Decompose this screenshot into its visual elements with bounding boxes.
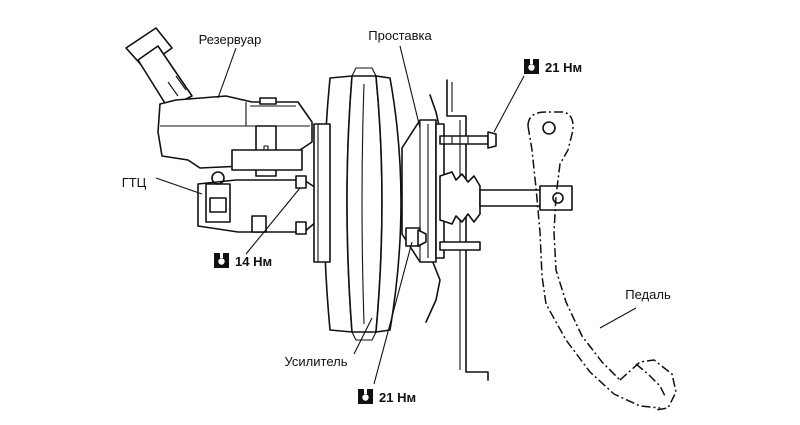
label-reservoir: Резервуар <box>199 32 262 47</box>
torque-wrench-icon <box>524 59 539 74</box>
brake-pedal <box>527 111 677 411</box>
vacuum-booster <box>323 67 402 341</box>
torque-wrench-icon <box>214 253 229 268</box>
label-booster: Усилитель <box>285 354 348 369</box>
torque-value-bottom: 21 Нм <box>379 390 416 405</box>
booster-leader <box>353 317 373 355</box>
torque-bottom-leader <box>373 241 413 385</box>
label-spacer: Проставка <box>368 28 432 43</box>
torque-left-leader <box>245 187 301 255</box>
booster-studs <box>405 131 497 251</box>
spacer-leader <box>399 45 421 129</box>
pushrod-assembly <box>439 171 573 225</box>
torque-badge-bottom: 21 Нм <box>358 389 416 405</box>
torque-badge-left: 14 Нм <box>214 253 272 269</box>
torque-badge-top: 21 Нм <box>524 59 582 75</box>
fluid-reservoir <box>125 27 313 177</box>
master-cylinder-leader <box>155 177 203 195</box>
reservoir-leader <box>217 47 237 99</box>
label-master-cylinder: ГТЦ <box>122 175 147 190</box>
torque-value-left: 14 Нм <box>235 254 272 269</box>
label-pedal: Педаль <box>625 287 671 302</box>
torque-top-leader <box>493 75 525 133</box>
torque-wrench-icon <box>358 389 373 404</box>
master-cylinder <box>197 123 331 263</box>
torque-value-top: 21 Нм <box>545 60 582 75</box>
pedal-leader <box>599 307 637 329</box>
